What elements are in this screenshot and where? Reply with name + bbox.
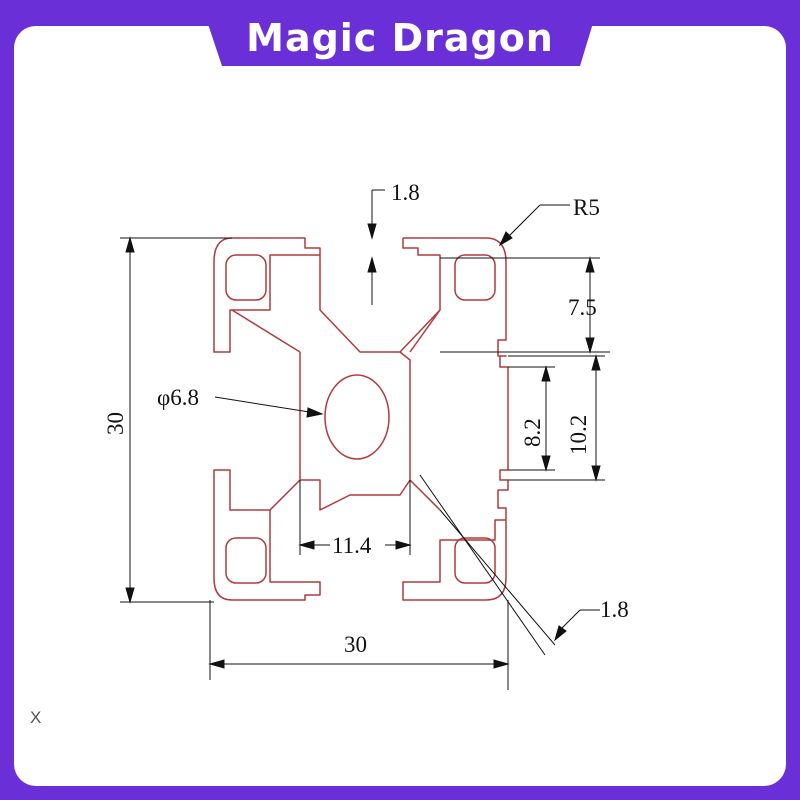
dim-slot-outer: 10.2	[566, 415, 591, 455]
dim-core-width: 11.4	[332, 533, 372, 558]
center-hole	[324, 374, 390, 460]
title-tab	[200, 0, 600, 66]
corner-pocket-tr	[454, 254, 496, 301]
dim-height: 30	[103, 412, 128, 435]
dim-slot-opening: 1.8	[391, 180, 420, 205]
dim-wall-thickness: 1.8	[600, 597, 629, 622]
brand-title: Magic Dragon	[246, 16, 554, 60]
corner-pocket-br	[454, 537, 496, 584]
dimension-lines	[120, 189, 610, 690]
profile-outline	[213, 237, 509, 601]
dim-slot-inner: 8.2	[520, 418, 545, 447]
corner-pocket-bl	[225, 537, 267, 584]
stray-mark: X	[30, 708, 42, 727]
dim-corner-radius: R5	[573, 195, 600, 220]
drawing-card	[14, 26, 786, 786]
dim-center-hole: φ6.8	[157, 385, 199, 410]
corner-pocket-tl	[225, 254, 267, 301]
dim-width: 30	[344, 632, 367, 657]
dim-slot-depth: 7.5	[568, 295, 597, 320]
